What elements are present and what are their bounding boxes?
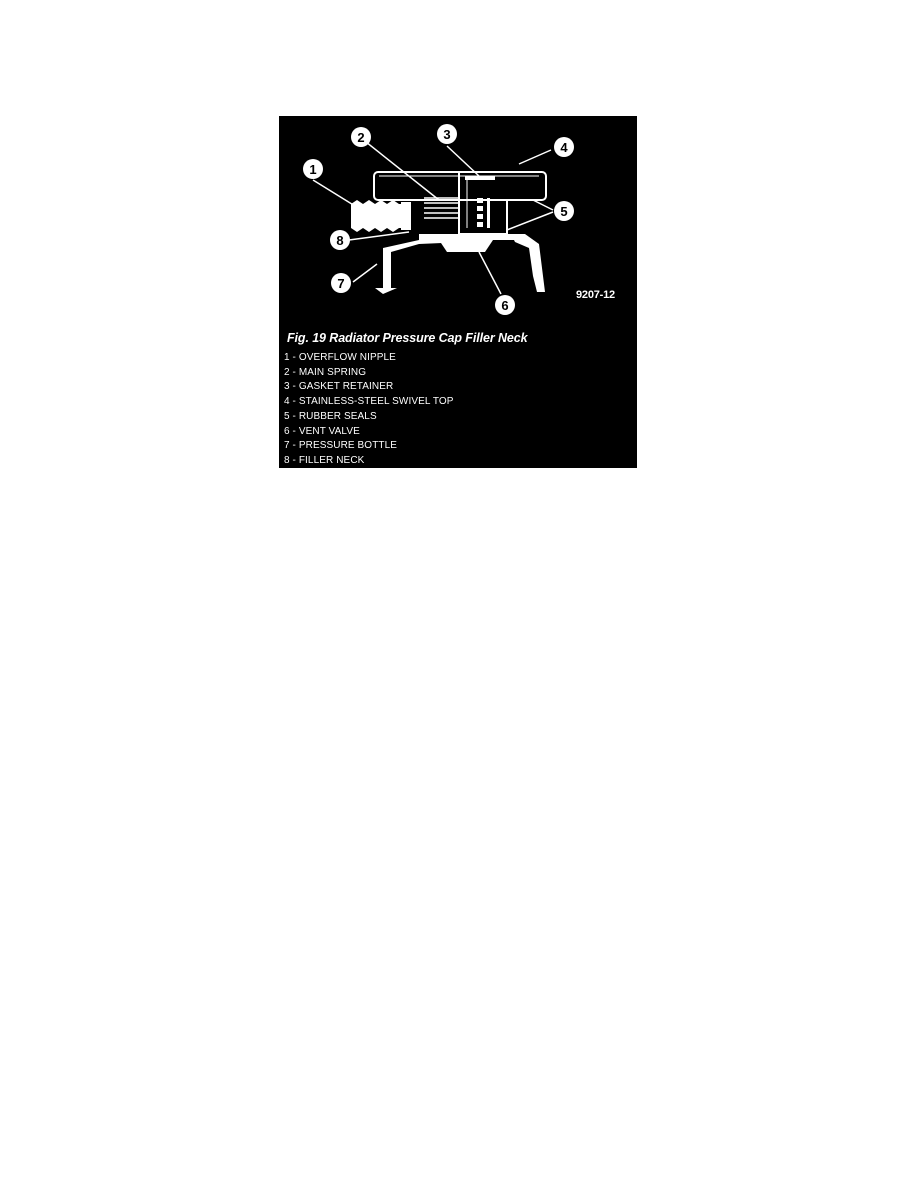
callout-circle bbox=[495, 295, 515, 315]
figure-legend: 1 - OVERFLOW NIPPLE 2 - MAIN SPRING 3 - … bbox=[284, 351, 454, 468]
callout-circle bbox=[554, 137, 574, 157]
legend-item: 1 - OVERFLOW NIPPLE bbox=[284, 352, 396, 363]
callout-3: 3 bbox=[437, 124, 457, 144]
legend-item: 5 - RUBBER SEALS bbox=[284, 410, 377, 422]
seal-strip bbox=[487, 198, 490, 228]
callout-number: 8 bbox=[336, 233, 343, 248]
seal-block bbox=[477, 222, 483, 227]
leader-lines bbox=[312, 137, 554, 295]
leader-4 bbox=[518, 149, 552, 165]
callout-8: 8 bbox=[330, 230, 350, 250]
nipple-ribs-bottom bbox=[351, 228, 399, 232]
callout-circle bbox=[303, 159, 323, 179]
callout-circle bbox=[554, 201, 574, 221]
callout-1: 1 bbox=[303, 159, 323, 179]
rubber-seals bbox=[465, 176, 495, 228]
callout-7: 7 bbox=[331, 273, 351, 293]
leader-7 bbox=[352, 263, 378, 283]
vent-valve-seat bbox=[439, 240, 493, 252]
main-spring bbox=[424, 197, 459, 219]
overflow-nipple bbox=[351, 200, 411, 232]
callout-number: 3 bbox=[443, 127, 450, 142]
leader-1 bbox=[312, 179, 356, 207]
leader-5a bbox=[532, 199, 554, 211]
callout-number: 4 bbox=[560, 140, 568, 155]
callout-number: 6 bbox=[501, 298, 508, 313]
callout-circle bbox=[331, 273, 351, 293]
callout-2: 2 bbox=[351, 127, 371, 147]
legend-item: 2 - MAIN SPRING bbox=[284, 366, 367, 378]
figure-caption: Fig. 19 Radiator Pressure Cap Filler Nec… bbox=[287, 331, 528, 345]
leader-8 bbox=[348, 231, 410, 241]
nipple-collar bbox=[401, 202, 411, 230]
callout-5: 5 bbox=[554, 201, 574, 221]
callout-number: 7 bbox=[337, 276, 344, 291]
gasket-retainer-plate bbox=[465, 176, 495, 180]
leader-3 bbox=[446, 145, 480, 177]
callout-4: 4 bbox=[554, 137, 574, 157]
legend-item: 7 - PRESSURE BOTTLE bbox=[284, 440, 398, 452]
leader-5b bbox=[506, 211, 554, 231]
nipple-tube bbox=[351, 204, 401, 228]
seal-block bbox=[477, 198, 483, 203]
leader-2 bbox=[360, 137, 440, 201]
figure-code: 9207-12 bbox=[576, 289, 615, 301]
callout-circle bbox=[351, 127, 371, 147]
legend-item: 8 - FILLER NECK bbox=[284, 454, 365, 466]
seal-block bbox=[477, 214, 483, 219]
callout-number: 2 bbox=[357, 130, 364, 145]
legend-item: 3 - GASKET RETAINER bbox=[284, 381, 394, 393]
seal-block bbox=[477, 206, 483, 211]
legend-item: 6 - VENT VALVE bbox=[284, 425, 360, 437]
legend-item: 4 - STAINLESS-STEEL SWIVEL TOP bbox=[284, 396, 454, 408]
callout-circle bbox=[437, 124, 457, 144]
radiator-cap-diagram: 1 2 3 4 5 6 7 8 bbox=[303, 124, 574, 315]
nipple-ribs-top bbox=[351, 200, 399, 204]
leader-6 bbox=[478, 251, 502, 295]
neck-right-wall bbox=[511, 234, 545, 292]
callout-number: 1 bbox=[309, 162, 316, 177]
neck-rim bbox=[419, 234, 515, 240]
neck-left-wall bbox=[375, 234, 465, 294]
figure-panel: 1 2 3 4 5 6 7 8 9207-12 Fi bbox=[279, 116, 637, 468]
callout-number: 5 bbox=[560, 204, 567, 219]
callout-6: 6 bbox=[495, 295, 515, 315]
filler-neck bbox=[375, 234, 545, 294]
callout-circle bbox=[330, 230, 350, 250]
